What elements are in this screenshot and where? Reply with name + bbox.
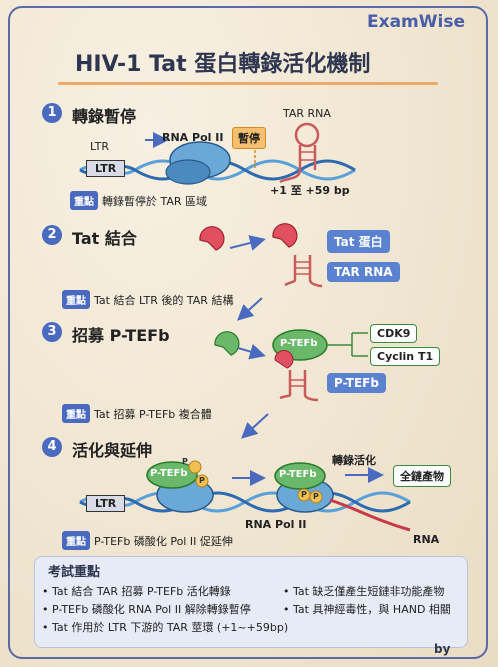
step-3-badge: 3 (42, 322, 62, 342)
ptefb-subunit-connector (327, 332, 368, 357)
exam-point-1: • Tat 結合 TAR 招募 P-TEFb 活化轉錄 (42, 585, 231, 598)
ptefb-complex-shape (272, 329, 328, 369)
exam-points-box (34, 556, 468, 648)
key-point-2-text: Tat 結合 LTR 後的 TAR 結構 (94, 293, 234, 307)
phospho-label-4a2: P (199, 476, 205, 485)
tar-rna-label: TAR RNA (283, 107, 331, 120)
exam-point-4: • Tat 缺乏僅產生短鏈非功能產物 (283, 585, 445, 598)
key-badge: 重點 (62, 290, 90, 309)
tat-protein-shape (199, 223, 298, 251)
rna-pol-label: RNA Pol II (162, 131, 224, 144)
key-badge: 重點 (62, 531, 90, 550)
tar-rna-hairpin-2 (284, 255, 323, 288)
exam-point-5: • Tat 具神經毒性，與 HAND 相關 (283, 603, 451, 616)
rna-pol-ii-shape-1 (165, 141, 231, 185)
tar-rna-tag: TAR RNA (327, 262, 400, 282)
frame-border (8, 6, 488, 659)
key-badge: 重點 (70, 191, 98, 210)
key-point-1-text: 轉錄暫停於 TAR 區域 (102, 194, 208, 208)
pause-tag: 暫停 (232, 127, 266, 149)
ptefb-complex-label: P-TEFb (280, 338, 318, 349)
arrow-to-step3 (237, 297, 263, 321)
full-length-product-tag: 全鏈產物 (393, 465, 451, 487)
tat-protein-tag: Tat 蛋白 (327, 230, 390, 253)
exam-points-title: 考試重點 (48, 565, 101, 580)
ptefb-label-4b: P-TEFb (279, 469, 317, 480)
tar-rna-hairpin-1 (279, 122, 320, 184)
transcription-activation-label: 轉錄活化 (332, 454, 376, 467)
key-point-3-text: Tat 招募 P-TEFb 複合體 (94, 407, 212, 421)
step-1-badge: 1 (42, 103, 62, 123)
dna-strand-4 (79, 491, 411, 513)
ptefb-label-4a: P-TEFb (150, 468, 188, 479)
exam-point-2: • P-TEFb 磷酸化 RNA Pol II 解除轉錄暫停 (42, 603, 251, 616)
key-badge: 重點 (62, 404, 90, 423)
phospho-label-4a1: P (182, 457, 188, 466)
phospho-label-4b1: P (301, 490, 307, 499)
pol-complex-shape-4a (146, 460, 214, 513)
ptefb-tag: P-TEFb (327, 373, 386, 393)
arrow-ptefb-recruit (237, 343, 266, 360)
tar-rna-hairpin-3 (279, 370, 319, 402)
brand-logo: ExamWise (367, 12, 465, 32)
key-point-4: 重點 P-TEFb 磷酸化 Pol II 促延伸 (62, 531, 233, 550)
tar-range-label: +1 至 +59 bp (270, 184, 350, 197)
step-2-title: Tat 結合 (72, 229, 137, 248)
cdk9-tag: CDK9 (370, 324, 418, 343)
key-point-3: 重點 Tat 招募 P-TEFb 複合體 (62, 404, 212, 423)
key-point-1: 重點 轉錄暫停於 TAR 區域 (70, 191, 207, 210)
byline: by (434, 642, 451, 656)
ptefb-free-shape (214, 331, 240, 356)
key-point-4-text: P-TEFb 磷酸化 Pol II 促延伸 (94, 534, 233, 548)
cyclin-t1-tag: Cyclin T1 (370, 347, 441, 366)
step-4-badge: 4 (42, 437, 62, 457)
step-2-badge: 2 (42, 225, 62, 245)
ltr-box-4: LTR (86, 495, 126, 512)
step-3-title: 招募 P-TEFb (72, 326, 170, 345)
page-title: HIV-1 Tat 蛋白轉錄活化機制 (75, 52, 371, 77)
arrow-to-step4 (241, 413, 269, 439)
step-4-title: 活化與延伸 (72, 441, 153, 460)
title-underline (58, 82, 438, 85)
phospho-label-4b2: P (313, 492, 319, 501)
ltr-label: LTR (90, 140, 109, 153)
arrow-tat-binding (229, 235, 266, 251)
step-1-title: 轉錄暫停 (72, 107, 137, 126)
exam-point-3: • Tat 作用於 LTR 下游的 TAR 莖環 (+1~+59bp) (42, 621, 289, 634)
rna-pol-ii-label-4: RNA Pol II (245, 518, 307, 531)
pol-complex-shape-4b (274, 462, 411, 532)
key-point-2: 重點 Tat 結合 LTR 後的 TAR 結構 (62, 290, 233, 309)
rna-label: RNA (413, 533, 440, 546)
ltr-box-1: LTR (86, 160, 126, 177)
